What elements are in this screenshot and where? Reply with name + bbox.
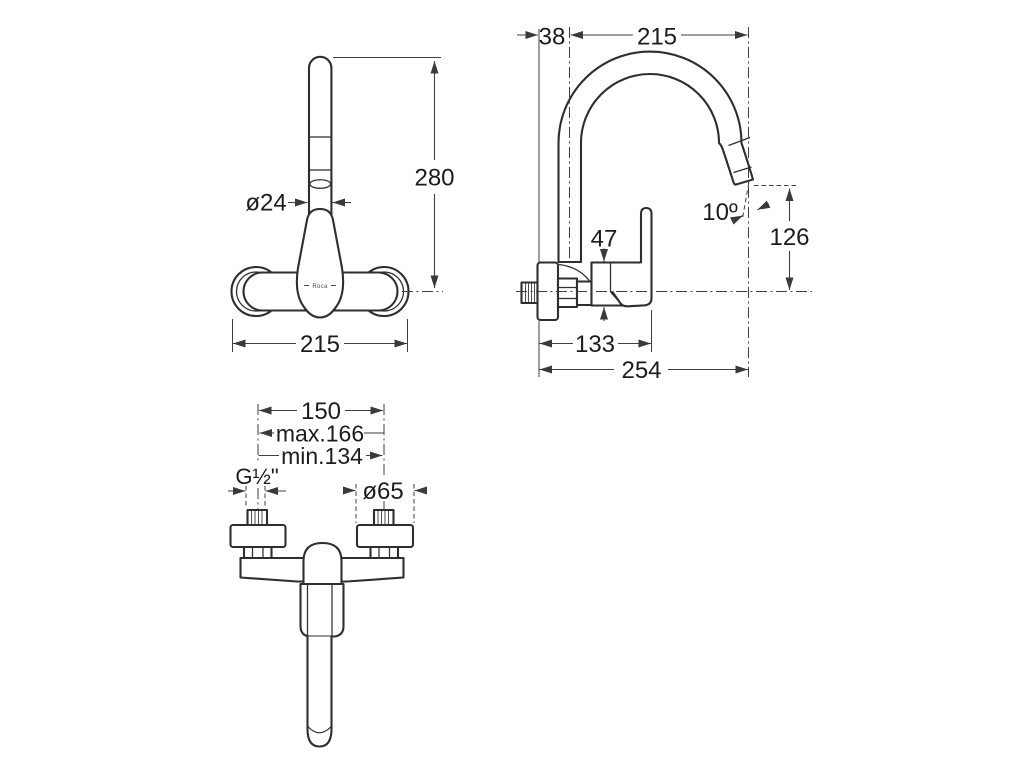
hex-nut — [556, 277, 579, 309]
dim-body-width: 215 — [300, 331, 340, 358]
lever-handle — [611, 206, 653, 308]
front-view: Roca ø24 280 215 — [230, 55, 455, 358]
dim-spout-angle: 10º — [702, 199, 738, 226]
valve-body — [590, 261, 645, 307]
dim-wall-offset: 38 — [539, 24, 566, 51]
dim-body-height: 47 — [591, 226, 618, 253]
dim-body-depth: 133 — [575, 331, 615, 358]
dim-inlet-spacing: 150 — [301, 398, 341, 425]
mixer-body — [295, 207, 345, 319]
plan-view-centerlines — [257, 404, 385, 510]
inlet-nipple — [520, 281, 539, 305]
dim-spout-reach: 215 — [637, 24, 677, 51]
dim-total-height: 280 — [414, 165, 454, 192]
plan-view: 150 max.166 min.134 G½" ø65 — [228, 398, 427, 748]
dim-spout-diameter: ø24 — [245, 190, 286, 217]
side-view: 38 215 47 10º 126 133 — [516, 24, 812, 384]
brand-label: Roca — [312, 284, 328, 290]
side-view-centerlines — [516, 27, 812, 377]
dim-total-depth: 254 — [621, 357, 661, 384]
grip-shaft — [306, 635, 333, 748]
inlet-stud-left — [246, 508, 269, 527]
plan-view-dimensions: 150 max.166 min.134 G½" ø65 — [228, 398, 427, 523]
faucet-plan-outline — [229, 508, 415, 748]
flange-left — [229, 523, 287, 549]
front-view-dimensions: ø24 280 215 — [232, 57, 455, 358]
spacer-ring — [575, 280, 593, 307]
inlet-stud-right — [372, 508, 395, 527]
dim-min-spacing: min.134 — [281, 443, 363, 469]
faucet-front-outline: Roca — [230, 55, 410, 319]
pipe-collar — [309, 179, 332, 189]
nut-right — [369, 545, 400, 560]
dim-thread-size: G½" — [235, 464, 278, 489]
dim-outlet-height: 126 — [769, 224, 809, 251]
flange-right — [355, 523, 415, 549]
grip-top — [302, 541, 343, 589]
dim-max-spacing: max.166 — [276, 421, 364, 447]
cartridge-housing — [299, 582, 345, 638]
nut-left — [242, 545, 273, 560]
spout-arc — [557, 50, 755, 264]
faucet-side-outline — [520, 50, 755, 322]
dim-flange-diameter: ø65 — [362, 478, 403, 505]
side-view-dimensions: 38 215 47 10º 126 133 — [517, 24, 810, 384]
